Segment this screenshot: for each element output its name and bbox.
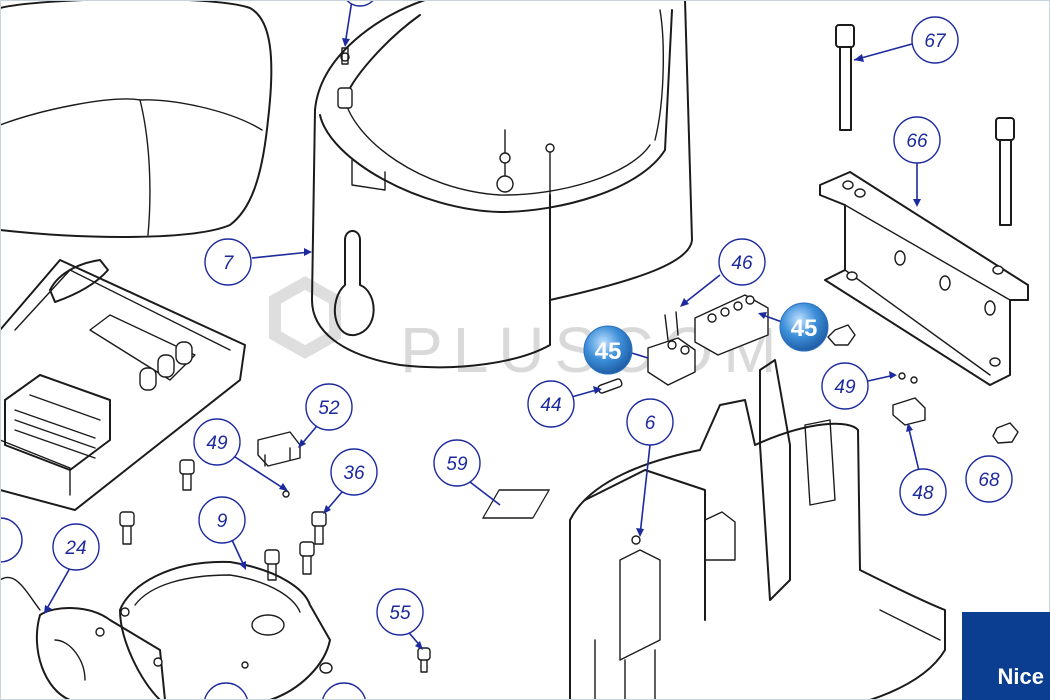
callout-label: 46 [731,253,753,274]
highlight-label: 45 [791,315,818,342]
part-control-board [0,259,246,511]
part-bolts-67 [835,24,1015,226]
callout-label: 68 [978,470,1000,491]
callout-label: 49 [206,433,228,454]
highlight-label: 45 [595,338,622,365]
callout-label: 36 [343,463,365,484]
callout[interactable]: 46 [718,238,766,286]
callout-label: 66 [906,131,928,152]
callout-label: 52 [318,398,340,419]
callout[interactable]: 66 [893,116,941,164]
callout[interactable]: 49 [821,362,869,410]
part-bracket-66 [819,171,1029,386]
callout[interactable]: 44 [527,380,575,428]
callout-partial [0,0,375,700]
callout-label: 7 [223,253,235,274]
callout[interactable]: 7 [204,238,252,286]
highlight-callout[interactable]: 45 [583,325,633,375]
callout[interactable]: 24 [52,523,100,571]
callout[interactable]: 52 [305,383,353,431]
callout-label: 67 [924,31,947,52]
callout[interactable]: 55 [376,588,424,636]
brand-label: Nice [997,664,1044,689]
part-housing-7 [311,0,693,369]
callout-label: 6 [645,413,656,434]
part-cover-9 [119,560,331,700]
callout[interactable]: 48 [899,468,947,516]
callout[interactable]: 68 [965,455,1013,503]
callout-label: 49 [834,377,856,398]
part-cover-top-left [0,0,273,238]
callout[interactable]: 6 [626,398,674,446]
callout-label: 24 [64,538,86,559]
part-terminal-blocks [597,294,769,394]
highlight-callout[interactable]: 45 [779,302,829,352]
callout[interactable]: 36 [330,448,378,496]
part-motor-24 [0,576,166,700]
part-base-6 [569,359,946,700]
callout-label: 9 [217,511,228,532]
callout[interactable]: 67 [911,16,959,64]
callout-label: 48 [912,483,934,504]
callout-label: 59 [446,454,468,475]
part-small-hardware [0,324,1019,674]
callout[interactable]: 59 [433,439,481,487]
callout[interactable]: 9 [198,496,246,544]
callout-label: 44 [540,395,561,416]
brand-logo: Nice [962,612,1050,700]
leader-lines [44,0,921,650]
callout[interactable]: 49 [193,418,241,466]
callout-label: 55 [389,603,411,624]
